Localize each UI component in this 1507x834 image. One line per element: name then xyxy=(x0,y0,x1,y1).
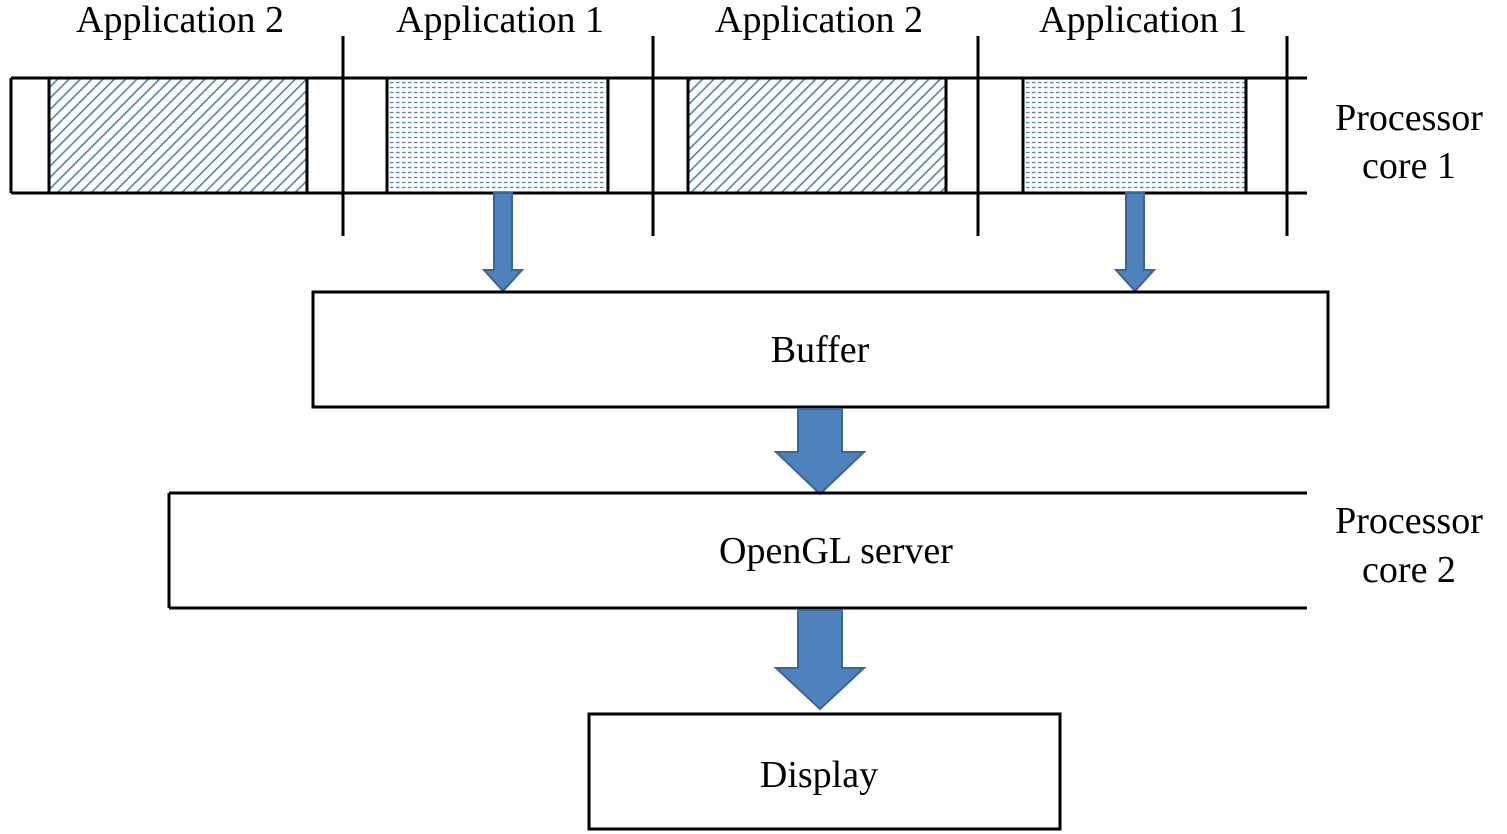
core1-label-line2: core 1 xyxy=(1362,145,1456,187)
buffer-label: Buffer xyxy=(771,329,870,371)
core2-label-line1: Processor xyxy=(1335,500,1483,542)
opengl-server-label: OpenGL server xyxy=(719,530,953,572)
slot-label-3: Application 2 xyxy=(715,0,923,41)
buffer-box xyxy=(311,290,1330,409)
opengl-server-box xyxy=(167,491,1307,610)
app2-block-2 xyxy=(686,76,948,195)
arrow-app1-to-buffer-2 xyxy=(1113,192,1157,293)
slot-label-2: Application 1 xyxy=(396,0,604,41)
app2-block-1 xyxy=(47,76,309,195)
display-label: Display xyxy=(760,754,878,796)
app1-block-2 xyxy=(1021,76,1248,195)
slot-label-1: Application 2 xyxy=(76,0,284,41)
display-box xyxy=(587,712,1062,831)
arrow-buffer-to-opengl xyxy=(773,408,867,496)
arrow-app1-to-buffer-1 xyxy=(481,192,525,293)
slot-label-4: Application 1 xyxy=(1039,0,1247,41)
app1-block-1 xyxy=(385,76,610,195)
arrow-opengl-to-display xyxy=(773,609,867,711)
core2-label-line2: core 2 xyxy=(1362,549,1456,591)
core1-label-line1: Processor xyxy=(1335,97,1483,139)
